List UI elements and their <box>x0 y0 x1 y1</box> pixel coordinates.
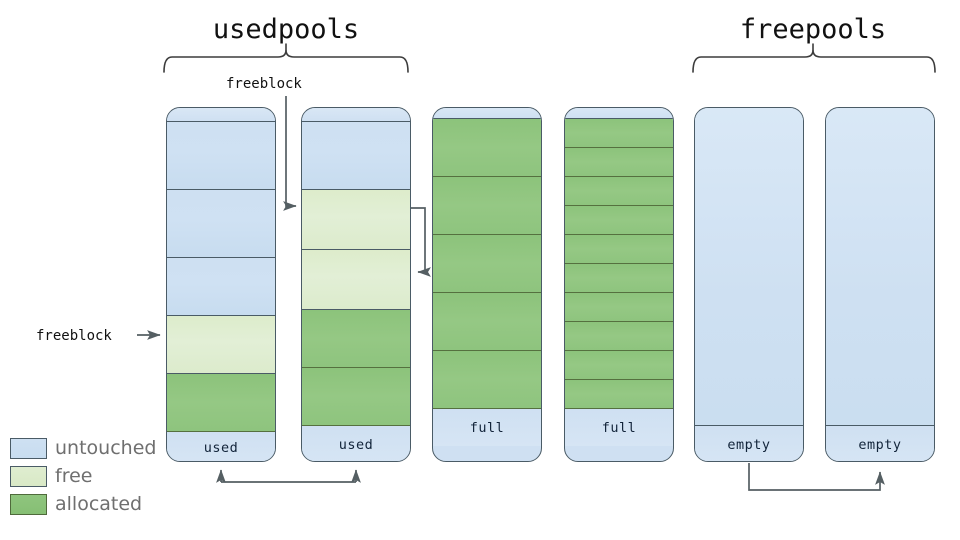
pool-state-footer: empty <box>826 426 934 461</box>
pool-block-allocated <box>302 310 410 368</box>
usedpools-brace <box>163 43 409 73</box>
legend-item-allocated: allocated <box>10 490 156 518</box>
legend-swatch-allocated <box>10 493 47 515</box>
pool-block-untouched <box>826 108 934 426</box>
pool-state-footer: empty <box>695 426 803 461</box>
pool-block-allocated <box>565 293 673 322</box>
freeblock-top-arrow <box>283 96 297 211</box>
pool-block-allocated <box>565 380 673 409</box>
pool-freepools-5: empty <box>694 107 804 462</box>
pool-block-allocated <box>433 119 541 177</box>
freeblock-top-label: freeblock <box>226 76 302 92</box>
pool-usedpools-3: full <box>432 107 542 462</box>
pool-block-untouched <box>302 108 410 122</box>
pool-block-allocated <box>167 374 275 432</box>
pool-usedpools-2: used <box>301 107 411 462</box>
pool-state-label: used <box>203 439 239 456</box>
pool-block-allocated <box>565 351 673 380</box>
pool-block-allocated <box>565 322 673 351</box>
freepools-brace <box>692 43 936 73</box>
pool-usedpools-4: full <box>564 107 674 462</box>
legend-label-untouched: untouched <box>55 436 157 459</box>
pool-state-label: full <box>469 419 505 436</box>
usedpools-list-link <box>216 469 361 483</box>
pool-block-free <box>302 190 410 250</box>
pool-state-label: empty <box>858 436 902 453</box>
pool-state-label: full <box>601 419 637 436</box>
pool-block-untouched <box>167 190 275 258</box>
pool-block-allocated <box>302 368 410 426</box>
pool-block-allocated <box>433 293 541 351</box>
pool-block-allocated <box>433 177 541 235</box>
legend-swatch-free <box>10 465 47 487</box>
pool-block-allocated <box>565 119 673 148</box>
legend-label-allocated: allocated <box>55 492 143 515</box>
freepools-list-link <box>748 463 885 491</box>
pool-state-footer: used <box>167 432 275 461</box>
pool-block-untouched <box>167 122 275 190</box>
pool-block-free <box>167 316 275 374</box>
pool-freepools-6: empty <box>825 107 935 462</box>
pool-block-allocated <box>565 177 673 206</box>
pool-block-free <box>302 250 410 310</box>
pool-state-footer: used <box>302 426 410 461</box>
legend: untouched free allocated <box>10 434 156 518</box>
pool-block-untouched <box>167 108 275 122</box>
legend-swatch-untouched <box>10 437 47 459</box>
pool-block-untouched <box>302 122 410 190</box>
pool-state-footer: full <box>433 409 541 446</box>
pool-state-label: used <box>338 436 374 453</box>
freepools-title: freepools <box>739 14 887 45</box>
pool-state-label: empty <box>727 436 771 453</box>
freeblock-left-label: freeblock <box>36 328 112 344</box>
legend-item-untouched: untouched <box>10 434 156 462</box>
legend-item-free: free <box>10 462 156 490</box>
pool-state-footer: full <box>565 409 673 446</box>
legend-label-free: free <box>55 464 93 487</box>
pool-block-untouched <box>167 258 275 316</box>
pool-block-untouched <box>433 108 541 119</box>
pool-block-allocated <box>565 148 673 177</box>
pool2-freelist-link <box>411 207 431 277</box>
pool-block-allocated <box>565 264 673 293</box>
pool-block-allocated <box>433 351 541 409</box>
pool-block-allocated <box>565 206 673 235</box>
pool-block-untouched <box>565 108 673 119</box>
pool-block-untouched <box>695 108 803 426</box>
pool-block-allocated <box>565 235 673 264</box>
usedpools-title: usedpools <box>212 14 360 45</box>
pool-block-allocated <box>433 235 541 293</box>
pool-usedpools-1: used <box>166 107 276 462</box>
